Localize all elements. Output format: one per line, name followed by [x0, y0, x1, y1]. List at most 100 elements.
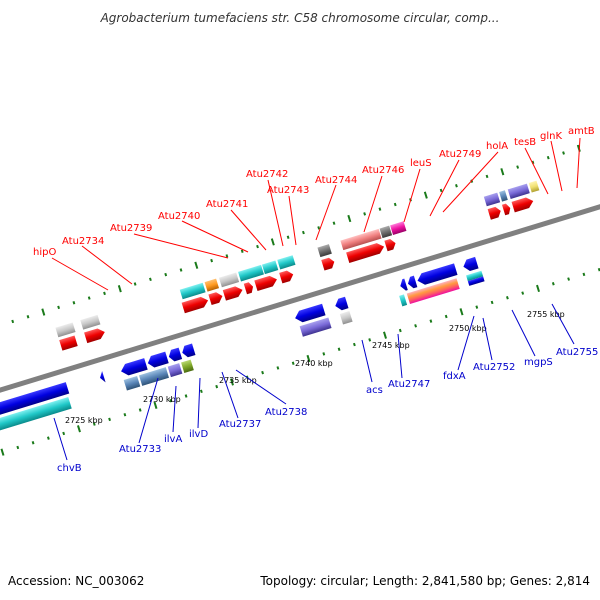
gene-label[interactable]: holA	[486, 141, 508, 152]
minor-tick	[169, 398, 173, 403]
minor-tick	[506, 296, 509, 300]
major-tick	[0, 448, 5, 456]
gene-Atu2752[interactable]	[402, 264, 460, 305]
major-tick	[117, 285, 122, 293]
gene-label[interactable]: chvB	[57, 463, 82, 474]
gene-label[interactable]: Atu2734	[62, 236, 104, 247]
gene-label[interactable]: Atu2749	[439, 149, 481, 160]
minor-tick	[353, 342, 356, 347]
minor-tick	[46, 436, 50, 440]
minor-tick	[567, 277, 571, 281]
scale-labels: 2725 kbp 2730 kbp 2735 kbp 2740 kbp 2745…	[65, 310, 565, 425]
gene-label[interactable]: Atu2755	[556, 347, 598, 358]
minor-tick	[103, 291, 106, 296]
major-tick	[270, 238, 275, 246]
gene-fdxA[interactable]	[395, 278, 412, 307]
minor-tick	[62, 431, 66, 436]
minor-tick	[31, 441, 35, 445]
major-tick	[500, 168, 505, 176]
gene-label[interactable]: amtB	[568, 126, 595, 137]
scale-label: 2755 kbp	[527, 310, 565, 319]
minor-tick	[302, 230, 305, 235]
minor-tick	[133, 282, 137, 286]
minor-tick	[123, 412, 127, 417]
gene-Atu2741[interactable]	[218, 272, 244, 301]
minor-tick	[521, 291, 525, 295]
gene-label[interactable]: ilvD	[189, 429, 208, 440]
minor-tick	[16, 445, 20, 450]
gene-mgpS[interactable]	[416, 263, 458, 286]
gene-Atu2749[interactable]	[379, 225, 398, 252]
minor-tick	[475, 305, 479, 309]
gene-label[interactable]: hipO	[33, 247, 56, 258]
minor-tick	[138, 408, 142, 412]
gene-chvB[interactable]	[0, 382, 74, 465]
gene-Atu2755[interactable]	[462, 256, 485, 286]
gene-hipO[interactable]	[55, 322, 79, 351]
gene-label[interactable]: fdxA	[443, 371, 466, 382]
gene-label[interactable]: Atu2743	[267, 185, 309, 196]
minor-tick	[439, 188, 443, 193]
gene-Atu2739[interactable]	[178, 282, 210, 314]
minor-tick	[108, 417, 111, 422]
minor-tick	[184, 394, 188, 398]
gene-label[interactable]: Atu2741	[206, 199, 248, 210]
minor-tick	[72, 300, 76, 305]
gene-label[interactable]: tesB	[514, 137, 536, 148]
gene-Atu2747[interactable]	[334, 296, 353, 325]
gene-acs[interactable]	[293, 303, 332, 337]
minor-tick	[317, 226, 321, 230]
gene-label[interactable]: Atu2733	[119, 444, 161, 455]
minor-tick	[337, 347, 341, 351]
gene-label[interactable]: ilvA	[164, 434, 182, 445]
gene-ilvA[interactable]	[119, 358, 151, 391]
minor-tick	[199, 389, 203, 394]
minor-tick	[92, 422, 96, 426]
minor-tick	[57, 305, 61, 310]
gene-label[interactable]: Atu2740	[158, 211, 200, 222]
gene-label[interactable]: Atu2737	[219, 419, 261, 430]
major-tick	[153, 401, 158, 409]
minor-tick	[378, 207, 382, 211]
minor-tick	[444, 314, 448, 319]
minor-tick	[490, 300, 494, 305]
gene-holA[interactable]	[390, 221, 407, 235]
gene-tesB[interactable]	[483, 192, 504, 220]
gene-label[interactable]: Atu2742	[246, 169, 288, 180]
gene-glnK[interactable]	[498, 190, 512, 216]
gene-Atu2737[interactable]	[163, 347, 186, 378]
minor-tick	[332, 221, 336, 225]
gene-amtB[interactable]	[507, 180, 544, 213]
gene-Atu2738[interactable]	[177, 343, 200, 374]
gene-label[interactable]: glnK	[540, 131, 562, 142]
gene-leuS[interactable]	[340, 228, 385, 264]
gene-label[interactable]: Atu2752	[473, 362, 515, 373]
gene-ilvD[interactable]	[135, 351, 173, 386]
scale-label: 2725 kbp	[65, 416, 103, 425]
gene-Atu2744[interactable]	[275, 255, 299, 284]
gene-Atu2740[interactable]	[204, 278, 224, 306]
gene-Atu2746[interactable]	[317, 244, 335, 271]
gene-label[interactable]: Atu2747	[388, 379, 430, 390]
minor-tick	[286, 235, 290, 239]
tick-rows	[0, 144, 600, 456]
minor-tick	[179, 268, 183, 272]
gene-label[interactable]: Atu2746	[362, 165, 404, 176]
gene-Atu2742[interactable]	[238, 264, 268, 295]
gene-Atu2743[interactable]	[251, 260, 283, 292]
gene-Atu2733[interactable]	[98, 370, 106, 384]
gene-label[interactable]: mgpS	[524, 357, 553, 368]
major-tick	[536, 284, 540, 293]
gene-label[interactable]: Atu2744	[315, 175, 357, 186]
minor-tick	[551, 282, 555, 286]
gene-label[interactable]: acs	[366, 385, 383, 396]
gene-label[interactable]: Atu2739	[110, 223, 152, 234]
gene-label[interactable]: leuS	[410, 158, 432, 169]
gene-label[interactable]: Atu2738	[265, 407, 307, 418]
gene-Atu2734[interactable]	[80, 314, 106, 344]
minor-tick	[240, 249, 244, 253]
chromosome-backbone	[0, 173, 600, 424]
minor-tick	[485, 174, 489, 179]
minor-tick	[368, 338, 372, 342]
